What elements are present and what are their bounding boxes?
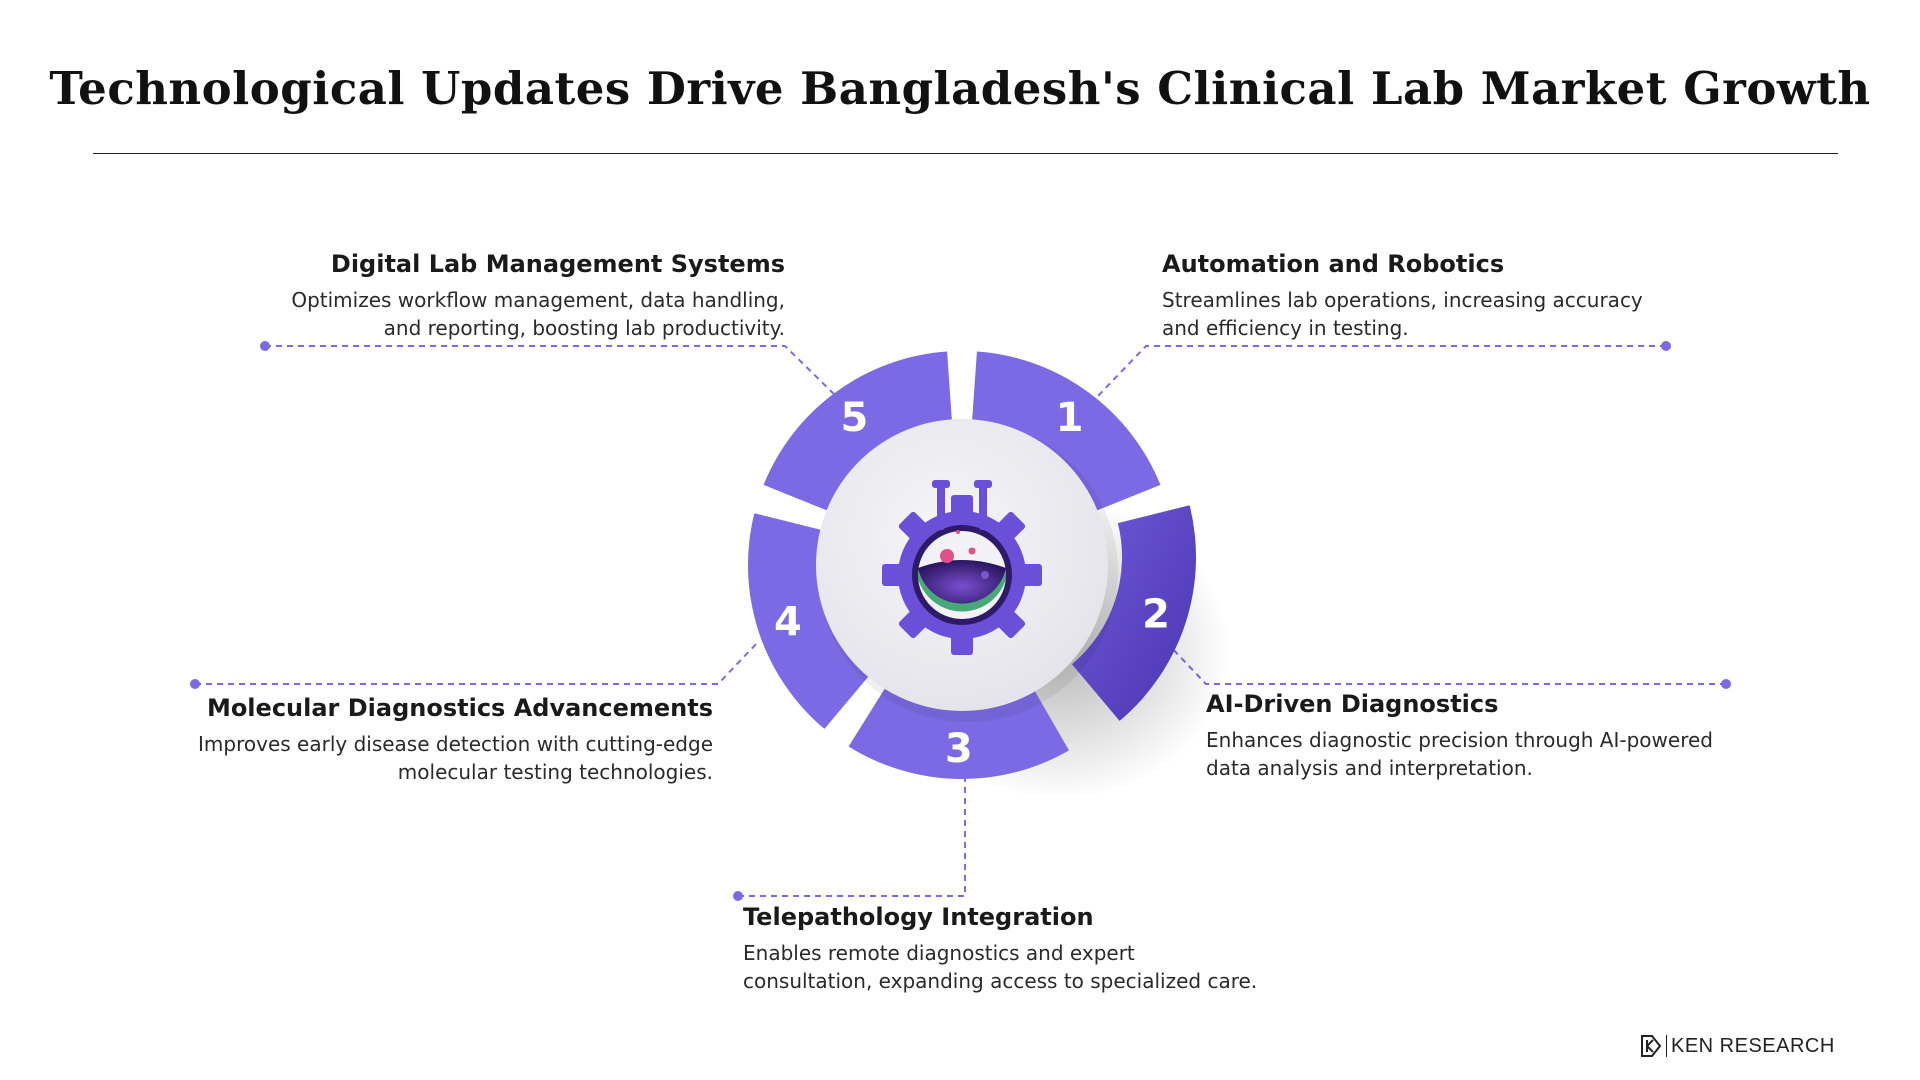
flask-gear-icon [882, 480, 1042, 655]
item-description-line: Enables remote diagnostics and expert [743, 941, 1135, 965]
connector-dot-2 [1721, 679, 1731, 689]
brand-logo: KEN RESEARCH [1640, 1032, 1835, 1060]
item-heading: AI-Driven Diagnostics [1206, 690, 1499, 718]
item-description-line: Enhances diagnostic precision through AI… [1206, 728, 1713, 752]
connector-4 [195, 641, 759, 685]
item-description-line: and efficiency in testing. [1162, 316, 1409, 340]
brand-name: KEN RESEARCH [1671, 1034, 1835, 1057]
page-title: Technological Updates Drive Bangladesh's… [49, 62, 1871, 115]
segment-number-2: 2 [1142, 592, 1170, 638]
segment-number-5: 5 [841, 395, 869, 441]
item-description: Optimizes workflow management, data hand… [270, 286, 785, 342]
ring-segment-3 [848, 683, 1069, 779]
item-telepathology: Telepathology Integration Enables remote… [743, 902, 1343, 995]
item-description: Enhances diagnostic precision through AI… [1206, 726, 1756, 782]
item-automation-robotics: Automation and Robotics Streamlines lab … [1162, 249, 1682, 342]
item-description: Streamlines lab operations, increasing a… [1162, 286, 1682, 342]
connector-3 [738, 778, 966, 897]
ring-segment-4 [747, 513, 873, 729]
ken-research-logo-icon [1641, 1035, 1662, 1057]
item-description-line: Optimizes workflow management, data hand… [291, 288, 785, 312]
item-description-line: Improves early disease detection with cu… [198, 732, 713, 756]
item-description-line: molecular testing technologies. [397, 760, 713, 784]
item-ai-driven-diagnostics: AI-Driven Diagnostics Enhances diagnosti… [1206, 689, 1756, 782]
item-description-line: Streamlines lab operations, increasing a… [1162, 288, 1643, 312]
item-heading: Automation and Robotics [1162, 250, 1505, 278]
item-molecular-diagnostics: Molecular Diagnostics Advancements Impro… [168, 693, 713, 786]
connector-dot-3 [733, 891, 743, 901]
item-description: Enables remote diagnostics and expert co… [743, 939, 1343, 995]
ring-segment-5 [763, 351, 953, 513]
item-description: Improves early disease detection with cu… [168, 730, 713, 786]
item-heading: Digital Lab Management Systems [330, 250, 785, 278]
ring-segment-1 [971, 351, 1161, 513]
item-heading: Molecular Diagnostics Advancements [206, 694, 713, 722]
connector-5 [265, 345, 839, 399]
segment-number-1: 1 [1056, 395, 1084, 441]
brand-separator [1666, 1035, 1667, 1057]
item-heading: Telepathology Integration [743, 903, 1094, 931]
connector-dot-4 [190, 679, 200, 689]
connector-1 [1095, 345, 1666, 399]
title-divider [93, 153, 1838, 154]
segment-number-4: 4 [774, 600, 802, 646]
item-description-line: and reporting, boosting lab productivity… [383, 316, 785, 340]
ring-segments: 1 2 3 4 5 [747, 351, 1196, 779]
segment-number-3: 3 [945, 726, 973, 772]
connector-dot-5 [260, 341, 270, 351]
item-digital-lab-management: Digital Lab Management Systems Optimizes… [270, 249, 785, 342]
item-description-line: data analysis and interpretation. [1206, 756, 1533, 780]
connector-dots [190, 341, 1731, 901]
ring-segment-2 [1071, 505, 1196, 721]
item-description-line: consultation, expanding access to specia… [743, 969, 1258, 993]
connector-2 [1165, 641, 1726, 685]
connector-dot-1 [1661, 341, 1671, 351]
